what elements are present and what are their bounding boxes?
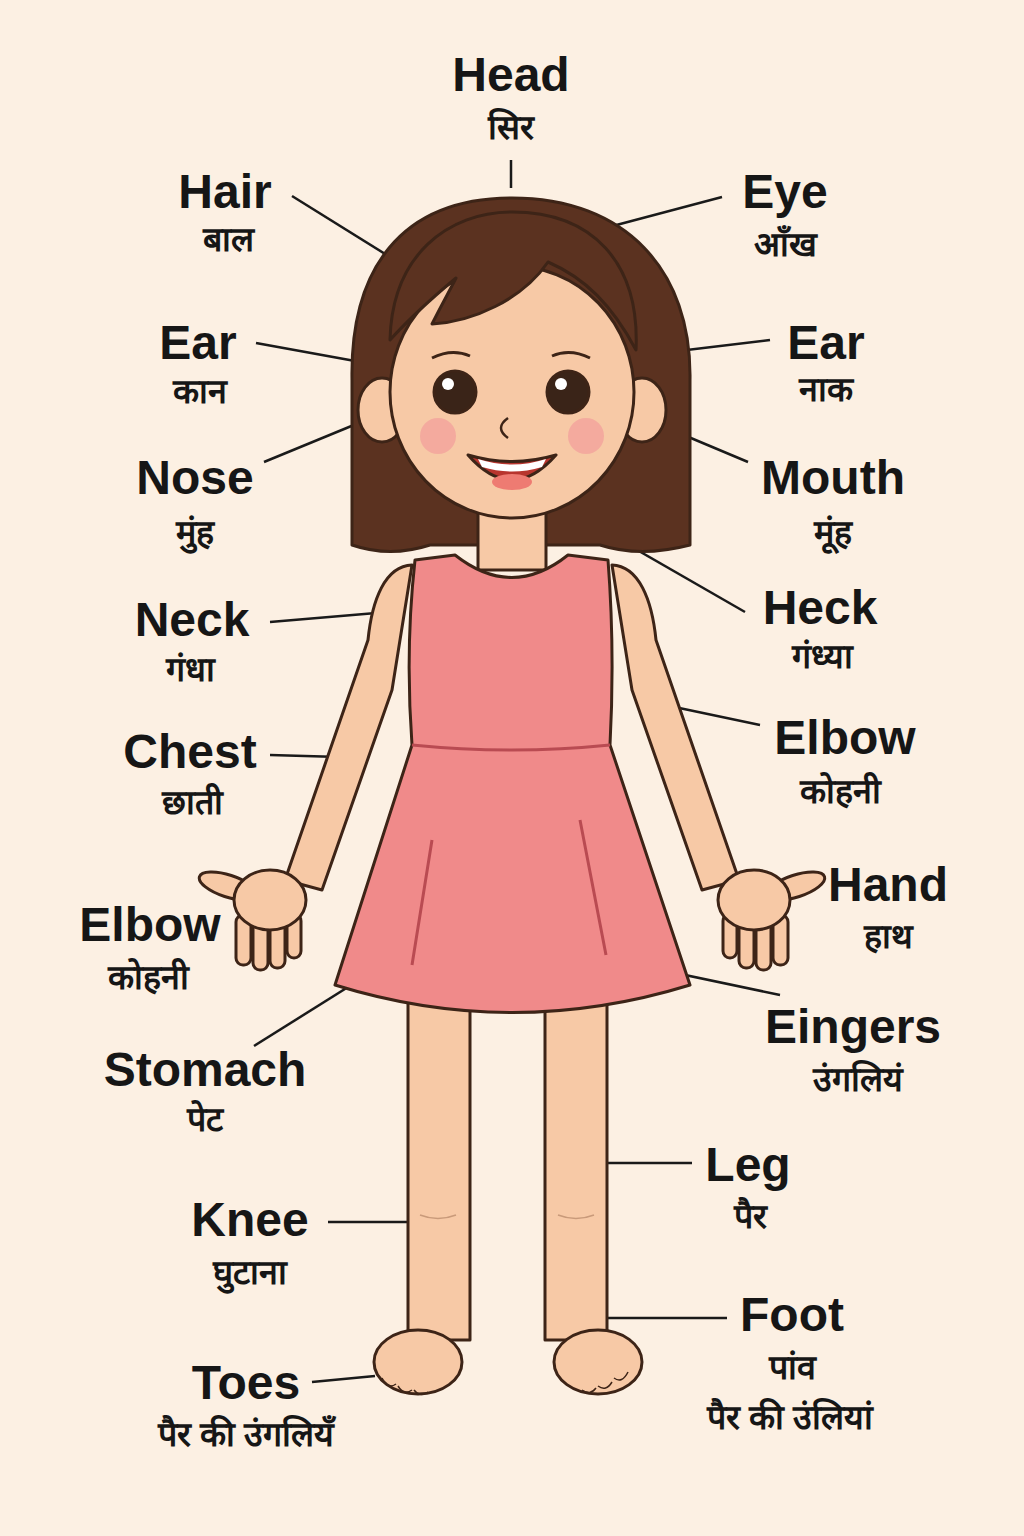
knee-mark [420,1215,594,1219]
part-name: Heck [763,580,878,635]
part-name-hindi: हाथ [864,917,913,956]
part-name-hindi: बाल [203,220,254,259]
eye-shine [555,378,567,390]
part-name: Hair [178,164,271,219]
part-name: Eye [742,164,827,219]
part-name: Foot [740,1287,844,1342]
part-name-hindi: छाती [162,783,223,822]
part-name-hindi: मुंह [176,513,214,552]
part-name: Eingers [765,999,941,1054]
part-name-hindi: पांव [769,1348,816,1387]
part-name: Nose [136,450,253,505]
palm [234,870,306,930]
part-name: Elbow [79,897,220,952]
right-leg [545,990,607,1340]
part-name-hindi: पेट [187,1100,223,1139]
part-name-hindi: उंगलियं [813,1060,903,1099]
part-name-hindi: कान [173,372,227,411]
leader-line [256,343,366,363]
part-name: Hand [828,857,948,912]
eye-shine [442,378,454,390]
part-name: Elbow [774,710,915,765]
left-leg [408,990,470,1340]
part-name-hindi: पैर की उंगलियँ [158,1415,335,1454]
right-eye [547,371,589,413]
part-name: Ear [159,315,236,370]
leader-line [510,160,513,188]
part-name-hindi: कोहनी [800,772,881,811]
bangs [390,212,636,350]
dress [335,555,690,1013]
hair-back [352,198,690,552]
part-name-hindi: घुटाना [213,1253,287,1292]
part-name-hindi: कोहनी [108,958,189,997]
part-name: Neck [135,592,250,647]
part-name: Knee [191,1192,308,1247]
left-eye [434,371,476,413]
nose [501,418,508,438]
part-name-hindi: आँख [754,225,817,264]
part-name: Mouth [761,450,905,505]
part-name-hindi: सिर [488,108,534,147]
toe-marks [382,1372,628,1395]
eyebrows [432,352,590,358]
cheek [420,418,456,454]
part-name-hindi: पैर [734,1197,767,1236]
dress-lines [412,745,610,965]
part-name: Stomach [104,1042,307,1097]
right-foot [554,1330,642,1394]
teeth [478,459,546,472]
leader-lines [254,160,780,1382]
part-name-hindi: मूंह [814,513,852,552]
part-name: Ear [787,315,864,370]
palm [718,870,790,930]
leader-line [312,1376,375,1382]
part-name-hindi: नाक [799,370,853,409]
part-name-hindi: पैर की उंलियां [707,1398,874,1437]
part-name: Toes [192,1355,300,1410]
part-name-hindi: गंध्या [792,637,853,676]
leader-line [292,196,398,262]
part-name: Head [452,47,569,102]
right-hand [718,866,828,970]
part-name-hindi: गंधा [166,650,215,689]
part-name: Chest [123,724,256,779]
cheek [568,418,604,454]
tongue [492,474,532,490]
part-name: Leg [705,1137,790,1192]
